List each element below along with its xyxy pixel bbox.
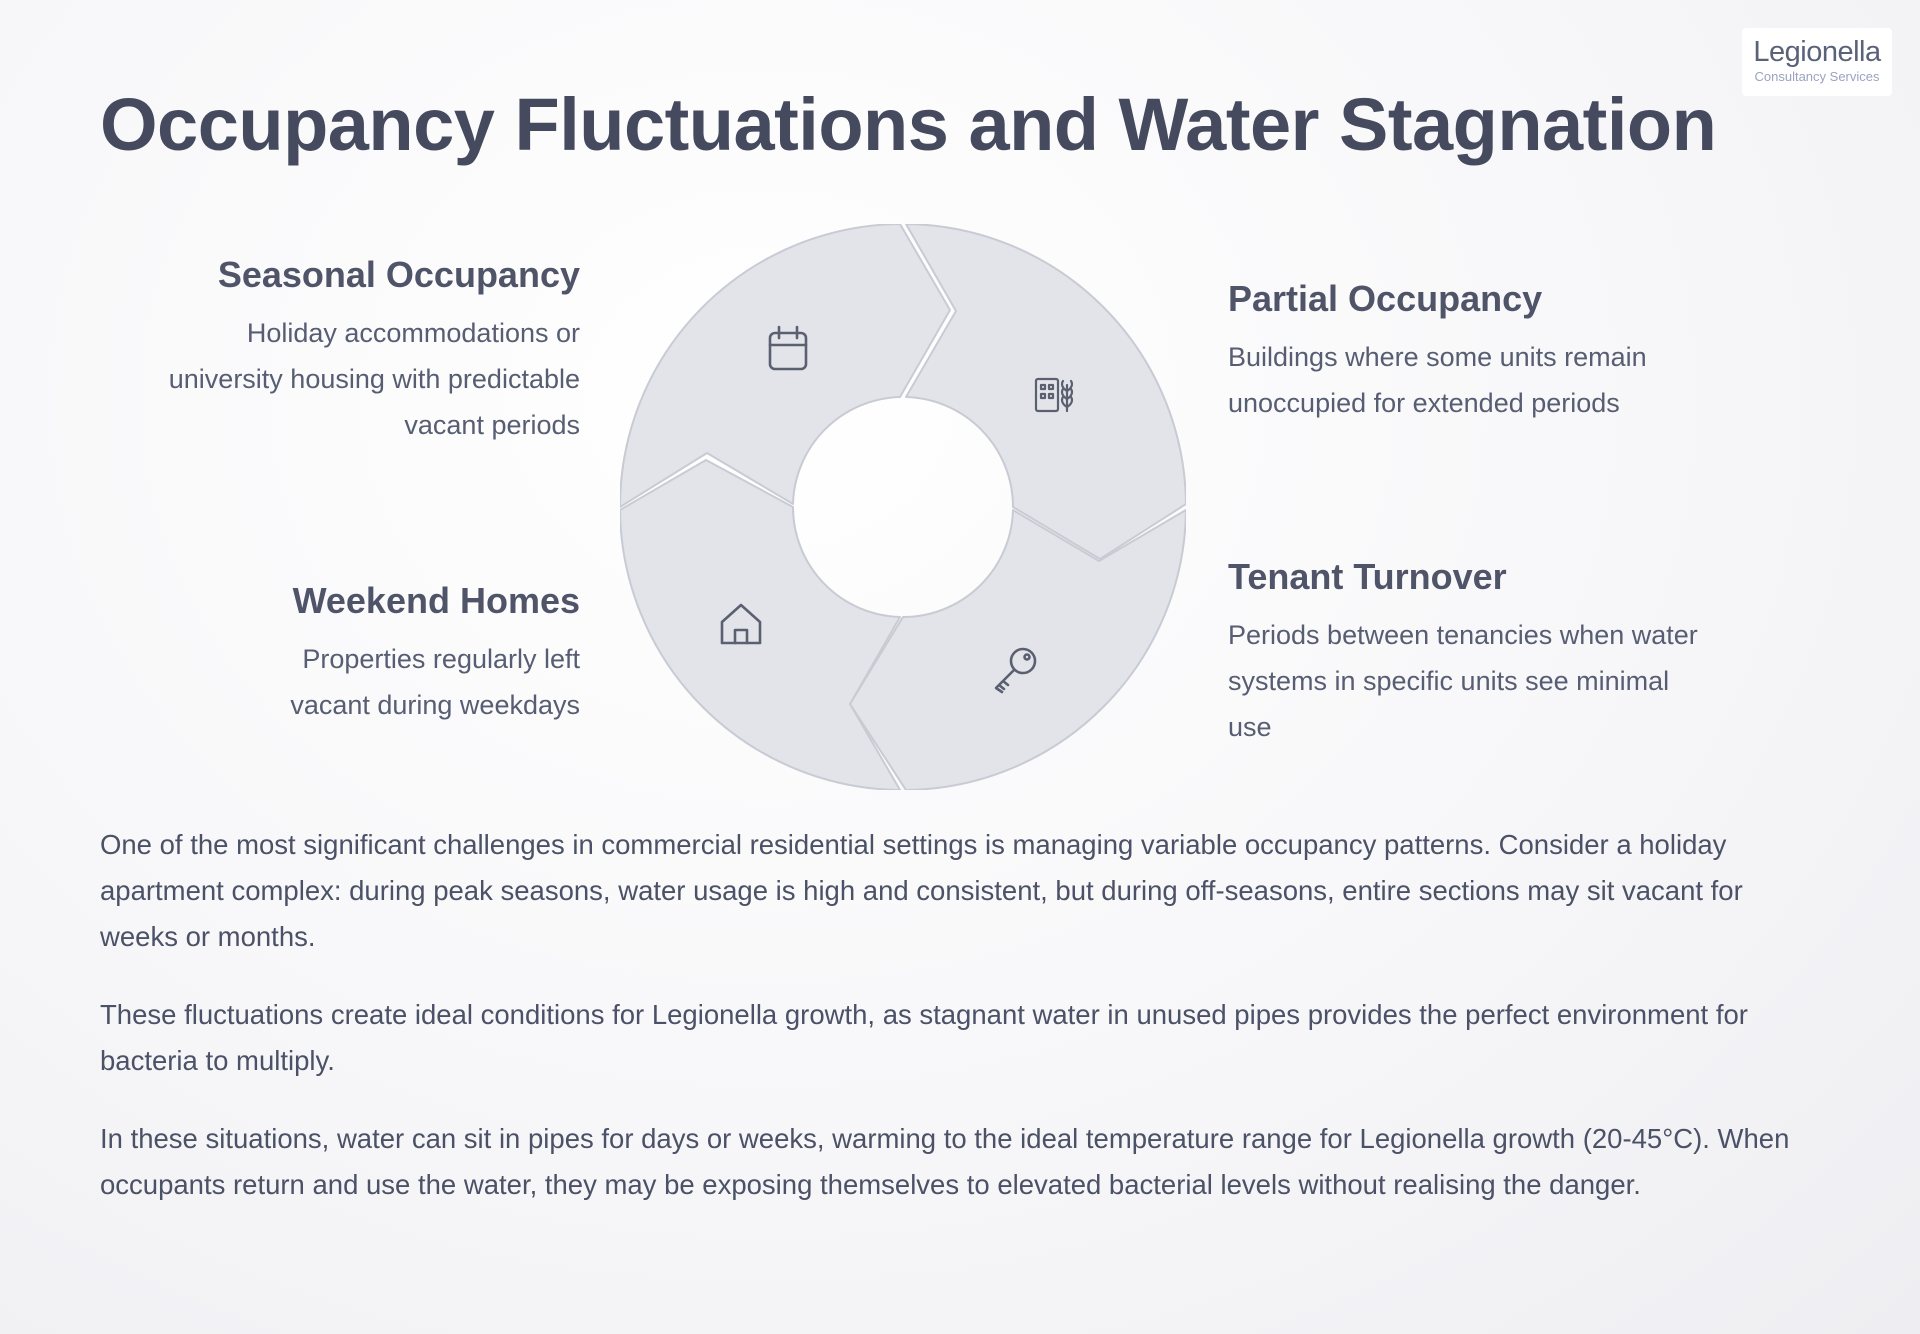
label-seasonal-occupancy: Seasonal Occupancy Holiday accommodation…	[100, 254, 580, 448]
calendar-icon	[768, 325, 808, 371]
company-logo: Legionella Consultancy Services	[1742, 28, 1892, 96]
label-tenant-turnover: Tenant Turnover Periods between tenancie…	[1228, 556, 1708, 750]
house-icon	[720, 603, 762, 645]
weekend-homes-description: Properties regularly left vacant during …	[290, 644, 580, 720]
label-partial-occupancy: Partial Occupancy Buildings where some u…	[1228, 278, 1708, 426]
occupancy-cycle-diagram	[620, 224, 1186, 790]
tenant-turnover-description: Periods between tenancies when water sys…	[1228, 620, 1698, 742]
seasonal-occupancy-description: Holiday accommodations or university hou…	[168, 318, 580, 440]
paragraph-3: In these situations, water can sit in pi…	[100, 1123, 1790, 1200]
partial-occupancy-description: Buildings where some units remain unoccu…	[1228, 342, 1647, 418]
logo-name: Legionella	[1753, 36, 1881, 68]
cycle-segment-seasonal	[620, 224, 951, 508]
paragraph-1: One of the most significant challenges i…	[100, 829, 1743, 952]
tenant-turnover-heading: Tenant Turnover	[1228, 556, 1507, 597]
body-text: One of the most significant challenges i…	[100, 822, 1820, 1240]
building-icon	[1034, 377, 1074, 413]
label-weekend-homes: Weekend Homes Properties regularly left …	[100, 580, 580, 728]
logo-subtitle: Consultancy Services	[1754, 69, 1880, 84]
seasonal-occupancy-heading: Seasonal Occupancy	[217, 254, 580, 295]
paragraph-2: These fluctuations create ideal conditio…	[100, 999, 1748, 1076]
cycle-segment-partial	[905, 224, 1186, 560]
page-title: Occupancy Fluctuations and Water Stagnat…	[100, 83, 1717, 166]
weekend-homes-heading: Weekend Homes	[292, 580, 580, 621]
key-icon	[994, 647, 1037, 694]
partial-occupancy-heading: Partial Occupancy	[1228, 278, 1543, 319]
